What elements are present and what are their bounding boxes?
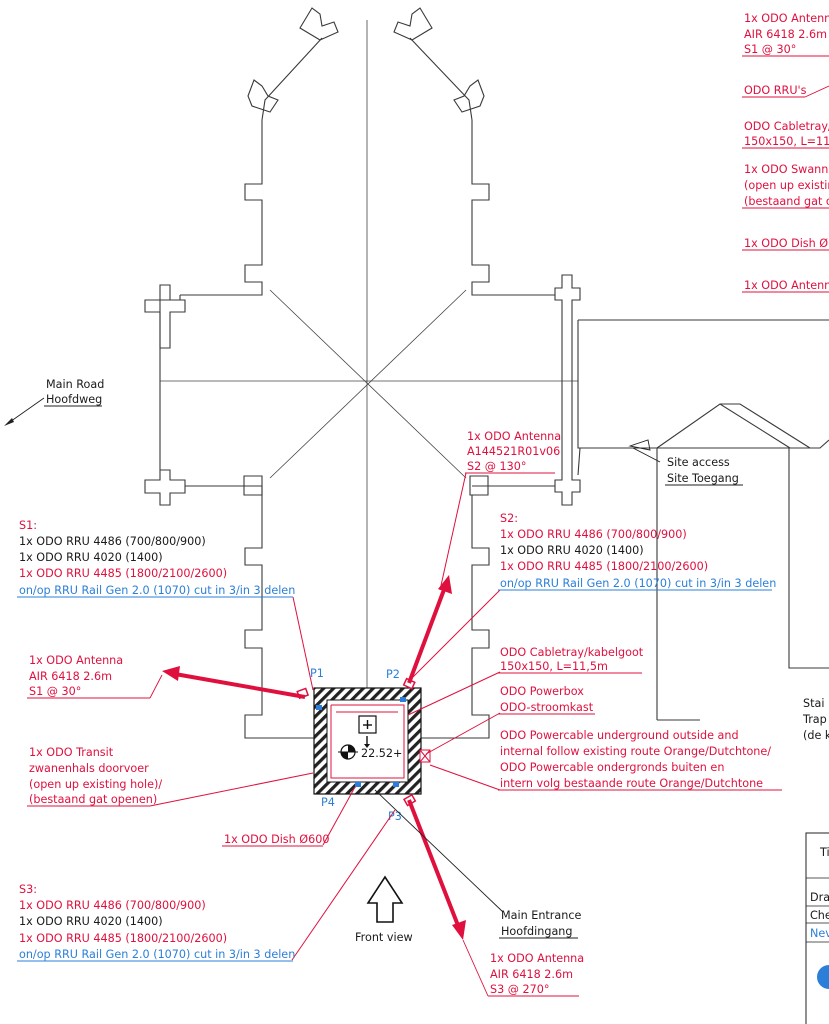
svg-text:Site Toegang: Site Toegang [667,472,739,485]
tower: 22.52+ [296,677,431,807]
svg-text:1x ODO RRU 4485 (1800/2100/260: 1x ODO RRU 4485 (1800/2100/2600) [19,567,227,580]
svg-text:1x ODO RRU 4485 (1800/2100/260: 1x ODO RRU 4485 (1800/2100/2600) [500,560,708,573]
svg-text:S2 @ 130°: S2 @ 130° [467,460,526,473]
svg-text:Ti: Ti [819,846,829,859]
transit-callout: 1x ODO Transit zwanenhals doorvoer (open… [27,746,162,807]
svg-text:(bestaand gat o: (bestaand gat o [744,195,829,208]
main-road-label: Main Road Hoofdweg [44,378,104,407]
antenna-azimuth-arrows [162,575,466,940]
front-view-arrow-icon [366,875,404,923]
dish-callout: 1x ODO Dish Ø600 [222,833,329,847]
svg-text:1x ODO RRU 4486 (700/800/900): 1x ODO RRU 4486 (700/800/900) [19,899,206,912]
svg-text:(open up existing hole)/: (open up existing hole)/ [29,778,162,791]
svg-text:1x ODO RRU 4020 (1400): 1x ODO RRU 4020 (1400) [500,544,644,557]
antenna-s2-callout: 1x ODO Antenna A144521R01v06 S2 @ 130° [465,430,561,474]
point-label-p1: P1 [310,667,324,680]
leader-lines [4,397,661,961]
main-entrance-label: Main Entrance Hoofdingang [499,909,582,939]
svg-text:Hoofdweg: Hoofdweg [46,393,102,406]
svg-text:Hoofdingang: Hoofdingang [501,925,573,938]
cabletray-callout: ODO Cabletray/kabelgoot 150x150, L=11,5m [498,646,644,674]
svg-text:ODO RRU's: ODO RRU's [744,84,807,97]
antenna-s3-callout: 1x ODO Antenna AIR 6418 2.6m S3 @ 270° [462,939,584,997]
svg-text:1x ODO RRU 4020 (1400): 1x ODO RRU 4020 (1400) [19,551,163,564]
svg-text:ODO-stroomkast: ODO-stroomkast [500,701,594,714]
svg-text:Main Road: Main Road [46,378,104,391]
svg-text:on/op RRU Rail Gen 2.0 (1070): on/op RRU Rail Gen 2.0 (1070) cut in 3/i… [500,577,776,590]
svg-text:150x150, L=11,5m: 150x150, L=11,5m [500,660,608,673]
svg-text:ODO Cabletray/: ODO Cabletray/ [744,120,829,133]
point-label-p4: P4 [321,796,335,809]
svg-text:1x ODO RRU 4020 (1400): 1x ODO RRU 4020 (1400) [19,915,163,928]
svg-text:1x ODO Antenna: 1x ODO Antenna [29,654,123,667]
front-view-indicator: Front view [355,875,413,944]
svg-text:1x ODO RRU 4486 (700/800/900): 1x ODO RRU 4486 (700/800/900) [500,528,687,541]
svg-text:S3:: S3: [19,883,37,896]
svg-text:1x ODO RRU 4486 (700/800/900): 1x ODO RRU 4486 (700/800/900) [19,535,206,548]
svg-text:(de ke: (de ke [803,729,829,742]
svg-text:S2:: S2: [500,512,518,525]
svg-text:Site access: Site access [667,456,730,469]
svg-text:AIR 6418 2.6m: AIR 6418 2.6m [744,28,827,41]
legend-top-right: 1x ODO Antenn AIR 6418 2.6m S1 @ 30° ODO… [742,12,829,293]
svg-text:Stai: Stai [803,697,824,710]
svg-text:1x ODO RRU 4485 (1800/2100/260: 1x ODO RRU 4485 (1800/2100/2600) [19,932,227,945]
svg-text:1x ODO Dish Ø6: 1x ODO Dish Ø6 [744,237,829,250]
point-label-p3: P3 [388,810,402,823]
s1-rru-callout: S1: 1x ODO RRU 4486 (700/800/900) 1x ODO… [17,519,295,598]
antenna-s1-callout: 1x ODO Antenna AIR 6418 2.6m S1 @ 30° [27,654,163,699]
svg-text:1x ODO Antenn: 1x ODO Antenn [744,12,829,25]
svg-text:150x150, L=11,5: 150x150, L=11,5 [744,135,829,148]
svg-text:1x ODO Swanne: 1x ODO Swanne [744,163,829,176]
svg-text:S1:: S1: [19,519,37,532]
church-plan [144,7,829,739]
svg-text:1x ODO Antenna: 1x ODO Antenna [467,430,561,443]
svg-text:A144521R01v06: A144521R01v06 [467,445,560,458]
svg-text:on/op RRU Rail Gen 2.0 (1070): on/op RRU Rail Gen 2.0 (1070) cut in 3/i… [19,584,295,597]
site-access-label: Site access Site Toegang [665,456,743,486]
svg-text:AIR 6418 2.6m: AIR 6418 2.6m [490,968,573,981]
svg-text:ODO Powercable underground out: ODO Powercable underground outside and [500,729,739,742]
svg-text:Front view: Front view [355,931,413,944]
svg-text:1x ODO Antenna: 1x ODO Antenna [490,952,584,965]
svg-text:AIR 6418 2.6m: AIR 6418 2.6m [29,670,112,683]
svg-text:ODO Powercable ondergronds bui: ODO Powercable ondergronds buiten en [500,761,724,774]
svg-text:Trap: Trap [802,713,827,726]
svg-text:Che: Che [810,909,829,922]
svg-text:zwanenhals doorvoer: zwanenhals doorvoer [29,762,149,775]
svg-text:Dra: Dra [810,891,829,904]
svg-text:ODO Cabletray/kabelgoot: ODO Cabletray/kabelgoot [500,646,644,659]
svg-text:(bestaand gat openen): (bestaand gat openen) [29,793,157,806]
title-block-partial: Ti Dra Che Nev [805,832,829,1024]
svg-text:Nev: Nev [810,927,829,940]
svg-text:on/op RRU Rail Gen 2.0 (1070): on/op RRU Rail Gen 2.0 (1070) cut in 3/i… [19,948,295,961]
svg-text:1x ODO Dish Ø600: 1x ODO Dish Ø600 [224,833,329,846]
svg-text:S1 @ 30°: S1 @ 30° [744,43,796,56]
powerbox-callout: ODO Powerbox ODO-stroomkast [498,685,595,715]
svg-text:internal follow existing route: internal follow existing route Orange/Du… [500,745,771,758]
s3-rru-callout: S3: 1x ODO RRU 4486 (700/800/900) 1x ODO… [17,883,295,962]
svg-text:Main Entrance: Main Entrance [501,909,582,922]
svg-text:S1 @ 30°: S1 @ 30° [29,685,81,698]
svg-text:1x ODO Antenn: 1x ODO Antenn [744,279,829,292]
logo-icon [817,965,829,989]
point-label-p2: P2 [386,668,400,681]
svg-text:(open up existin: (open up existin [744,179,829,192]
s2-rru-callout: S2: 1x ODO RRU 4486 (700/800/900) 1x ODO… [498,512,776,591]
svg-text:S3 @ 270°: S3 @ 270° [490,983,549,996]
stair-label-partial: Stai Trap (de ke [802,697,829,742]
svg-text:1x ODO Transit: 1x ODO Transit [29,746,114,759]
svg-text:ODO Powerbox: ODO Powerbox [500,685,584,698]
height-label: 22.52+ [361,747,402,760]
svg-text:intern volg bestaande route Or: intern volg bestaande route Orange/Dutch… [500,777,763,790]
powercable-callout: ODO Powercable underground outside and i… [498,729,782,791]
